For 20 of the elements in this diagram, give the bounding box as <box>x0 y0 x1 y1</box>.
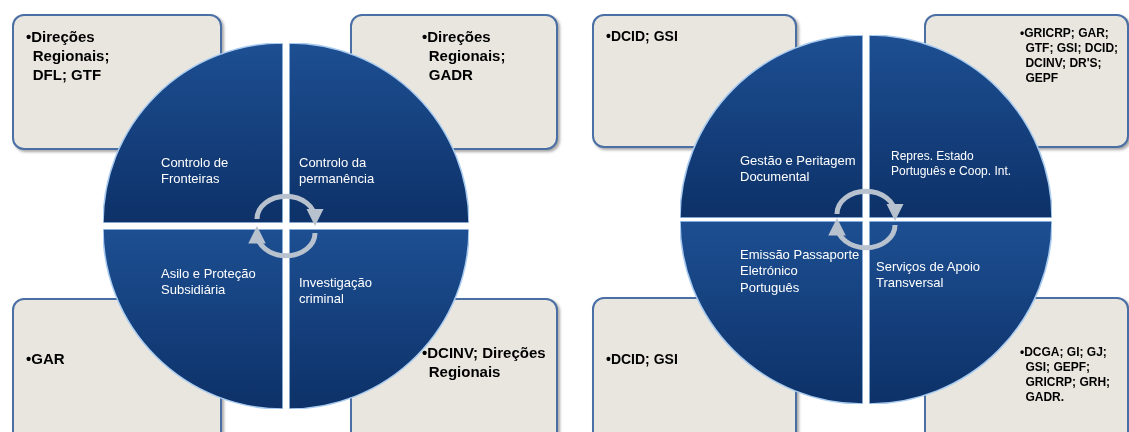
cycle-arrow <box>254 193 323 226</box>
cycle-arrow <box>249 226 318 259</box>
segment-label: Controlo de Fronteiras <box>161 155 230 188</box>
bullet-item: •DCGA; GI; GJ; GSI; GEPF; GRICRP; GRH; GADR. <box>1020 345 1112 405</box>
cycle-arrow <box>834 188 903 221</box>
cycle-arrow <box>829 218 898 251</box>
segment-label: Serviços de Apoio Transversal <box>876 259 982 292</box>
bullet-item: •GAR <box>26 350 66 369</box>
segment-label: Controlo da permanência <box>299 155 376 188</box>
segment-label: Gestão e Peritagem Documental <box>740 153 857 186</box>
bullet-item: •Direções Regionais; GADR <box>422 28 507 85</box>
segment-label: Emissão Passaporte Eletrónico Português <box>740 247 860 296</box>
bullet-item: •DCID; GSI <box>606 28 679 46</box>
segment-label: Asilo e Proteção Subsidiária <box>161 266 257 299</box>
bullet-item: •Direções Regionais; DFL; GTF <box>26 28 111 85</box>
segment-label: Repres. Estado Português e Coop. Int. <box>891 149 1013 179</box>
bullet-item: •DCINV; Direções Regionais <box>422 344 547 382</box>
bullet-item: •DCID; GSI <box>606 351 679 369</box>
bullet-item: •GRICRP; GAR; GTF; GSI; DCID; DCINV; DR'S; GEPF <box>1020 26 1120 86</box>
segment-label: Investigação criminal <box>299 275 373 308</box>
